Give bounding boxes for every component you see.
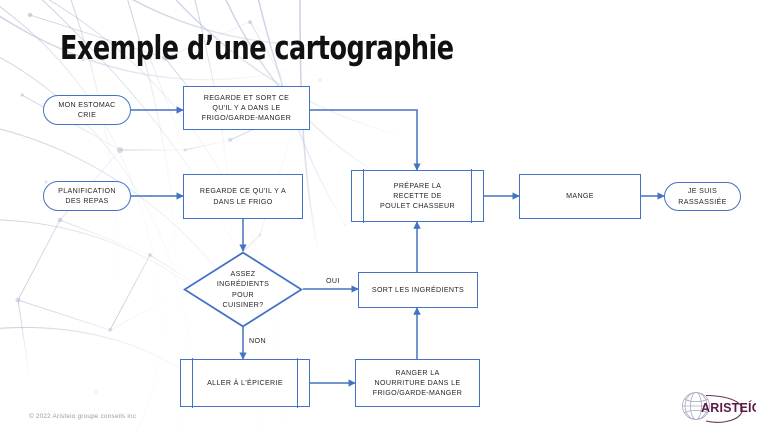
node-label: REGARDE ET SORT CE QU'IL Y A DANS LE FRI… <box>201 93 292 123</box>
node-label: PRÉPARE LA RECETTE DE POULET CHASSEUR <box>380 181 455 211</box>
node-label: REGARDE CE QU'IL Y A DANS LE FRIGO <box>199 187 287 206</box>
node-assez-ingredients[interactable]: ASSEZ INGRÉDIENTS POUR CUISINER? <box>183 251 303 328</box>
globe-icon <box>682 392 710 420</box>
node-label: MANGE <box>566 192 594 201</box>
swoosh-icon <box>705 394 743 423</box>
node-regarde-ce-quil-y-a[interactable]: REGARDE CE QU'IL Y A DANS LE FRIGO <box>183 174 303 219</box>
node-je-suis-rassassiee[interactable]: JE SUIS RASSASSIÉE <box>664 182 741 211</box>
decision-diamond-icon <box>183 251 303 328</box>
footer-copyright: © 2022 Aristeio groupe conseils inc <box>29 413 137 420</box>
edge-label-non: NON <box>249 337 266 345</box>
node-ranger-la-nourriture[interactable]: RANGER LA NOURRITURE DANS LE FRIGO/GARDE… <box>355 359 480 407</box>
node-label: SORT LES INGRÉDIENTS <box>371 285 465 294</box>
node-mange[interactable]: MANGE <box>519 174 641 219</box>
node-label: RANGER LA NOURRITURE DANS LE FRIGO/GARDE… <box>372 368 463 398</box>
node-mon-estomac-crie[interactable]: MON ESTOMAC CRIE <box>43 95 131 125</box>
node-prepare-la-recette[interactable]: PRÉPARE LA RECETTE DE POULET CHASSEUR <box>351 169 484 223</box>
logo-wordmark: ARISTEÍO <box>701 400 756 415</box>
node-planification-des-repas[interactable]: PLANIFICATION DES REPAS <box>43 181 131 211</box>
edge-label-oui: OUI <box>326 277 340 285</box>
aristeio-logo: ARISTEÍO <box>676 391 756 427</box>
page-title: Exemple d’une cartographie <box>60 28 454 67</box>
node-aller-a-lepicerie[interactable]: ALLER À L'ÉPICERIE <box>180 358 310 408</box>
node-sort-les-ingredients[interactable]: SORT LES INGRÉDIENTS <box>358 272 478 308</box>
node-label: ASSEZ INGRÉDIENTS POUR CUISINER? <box>216 269 270 309</box>
node-regarde-et-sort[interactable]: REGARDE ET SORT CE QU'IL Y A DANS LE FRI… <box>183 86 310 130</box>
node-label: ALLER À L'ÉPICERIE <box>207 378 283 387</box>
node-label: PLANIFICATION DES REPAS <box>58 186 116 205</box>
node-label: JE SUIS RASSASSIÉE <box>678 187 727 206</box>
node-label: MON ESTOMAC CRIE <box>58 100 116 119</box>
